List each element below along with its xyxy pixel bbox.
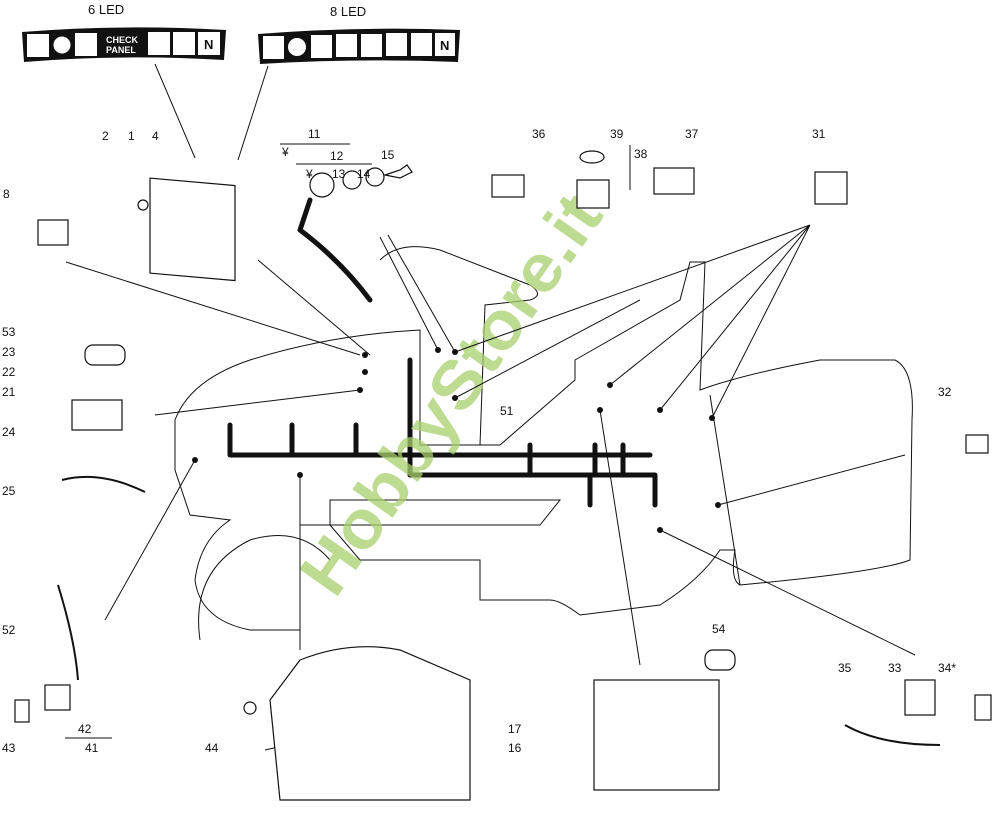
battery-16 [593,679,720,791]
label-4: 4 [152,129,159,143]
bulb-holder-42 [44,684,71,711]
label-22: 22 [2,365,16,379]
switch-36 [491,174,525,198]
label-23: 23 [2,345,16,359]
label-44: 44 [205,741,219,755]
boot-54 [704,649,736,671]
battery-icon [173,32,195,55]
check-panel-line1: CHECK [106,35,139,45]
label-14: 14 [357,167,371,181]
sensor-34 [974,694,992,721]
label-1: 1 [128,129,135,143]
label-53: 53 [2,325,16,339]
label-36: 36 [532,127,546,141]
label-31: 31 [812,127,826,141]
label-15: 15 [381,148,395,162]
bulb-43 [14,699,30,723]
label-yen-2: ¥ [305,167,313,181]
boot-53 [84,344,126,366]
label-43: 43 [2,741,16,755]
check-panel-line2: PANEL [106,45,136,55]
relay-8 [37,219,69,246]
led-panel-8: 8 LED N [258,4,460,65]
button-cap-39 [579,150,605,164]
label-35: 35 [838,661,852,675]
push-switch-38 [576,179,610,209]
label-17: 17 [508,722,522,736]
module-33 [904,679,936,716]
engine [269,646,471,801]
label-13: 13 [332,167,346,181]
grass-bag-icon [148,32,170,55]
label-2: 2 [102,129,109,143]
led-panel-6: 6 LED CHECK PANEL N [22,2,226,62]
label-8: 8 [3,187,10,201]
label-11: 11 [308,127,321,141]
label-12: 12 [330,149,344,163]
label-51: 51 [500,404,514,418]
ignition-switch [309,172,335,198]
label-34: 34* [938,661,956,675]
label-39: 39 [610,127,624,141]
fuel-icon [336,34,357,57]
label-38: 38 [634,147,648,161]
led-8-title: 8 LED [330,4,366,19]
parking-brake-icon [52,35,72,55]
screw [137,199,149,211]
seat-lift-icon [27,34,49,57]
control-board [149,177,236,282]
neutral-indicator-8: N [440,38,449,53]
microswitch-32 [965,434,989,454]
label-54: 54 [712,622,726,636]
label-16: 16 [508,741,522,755]
label-37: 37 [685,127,699,141]
part-labels: 2 1 4 8 11 ¥ 12 ¥ 13 14 15 36 39 38 37 3… [2,127,956,755]
wiring-harness [227,197,658,508]
label-33: 33 [888,661,902,675]
led-6-title: 6 LED [88,2,124,17]
nut-44 [243,701,257,715]
seat-icon [75,33,97,56]
watermark: HobbyStore.it [285,180,617,609]
label-42: 42 [78,722,92,736]
ignition-key [382,164,413,179]
label-yen-1: ¥ [281,145,289,159]
neutral-icon [198,32,220,55]
neutral-indicator: N [204,37,213,52]
label-25: 25 [2,484,16,498]
label-41: 41 [85,741,99,755]
label-52: 52 [2,623,16,637]
label-21: 21 [2,385,16,399]
switch-31 [814,171,848,205]
label-24: 24 [2,425,16,439]
oil-icon [361,34,382,57]
switch-37 [653,167,695,195]
solenoid-21 [71,399,123,431]
mower-body [174,246,913,641]
label-32: 32 [938,385,952,399]
